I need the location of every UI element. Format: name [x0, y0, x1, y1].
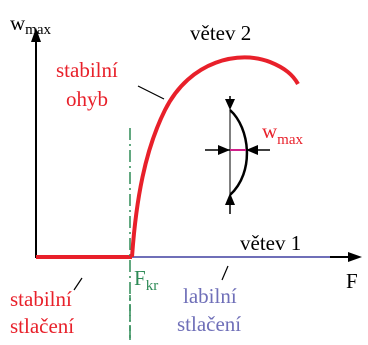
y-axis-label-sub: max — [25, 22, 51, 38]
critical-force-label-sub: kr — [146, 278, 159, 294]
branch1-label: větev 1 — [240, 231, 301, 255]
beam-deflection-label-sub: max — [277, 132, 303, 148]
deflection-right-arrow-icon — [246, 145, 258, 155]
svg-text:wmax: wmax — [262, 119, 303, 148]
beam-deflection-label: w — [262, 119, 278, 143]
ohyb-leader — [137, 85, 165, 100]
stable-bending-label-line2: ohyb — [66, 87, 108, 111]
stable-bending-branch — [130, 55, 300, 258]
x-axis-label: F — [346, 269, 358, 293]
svg-text:wmax: wmax — [10, 11, 51, 38]
unstable-compression-leader — [221, 265, 229, 281]
stable-bending-label-line1: stabilní — [56, 58, 118, 82]
force-bottom-arrow-icon — [225, 193, 235, 205]
y-axis-arrow-icon — [31, 28, 41, 42]
unstable-compression-label-line1: labilní — [183, 284, 237, 308]
critical-force-label: F — [134, 266, 146, 290]
x-axis-arrow-icon — [348, 252, 362, 262]
branch2-label: větev 2 — [190, 21, 251, 45]
bent-beam — [229, 109, 249, 196]
deflection-left-arrow-icon — [218, 145, 230, 155]
stable-compression-label-line1: stabilní — [10, 287, 72, 311]
stable-compression-leader — [73, 277, 83, 291]
svg-text:Fkr: Fkr — [134, 266, 158, 294]
stable-compression-label-line2: stlačení — [10, 314, 74, 338]
force-top-arrow-icon — [225, 99, 235, 110]
y-axis-label: w — [10, 11, 26, 35]
unstable-compression-label-line2: stlačení — [177, 312, 241, 336]
